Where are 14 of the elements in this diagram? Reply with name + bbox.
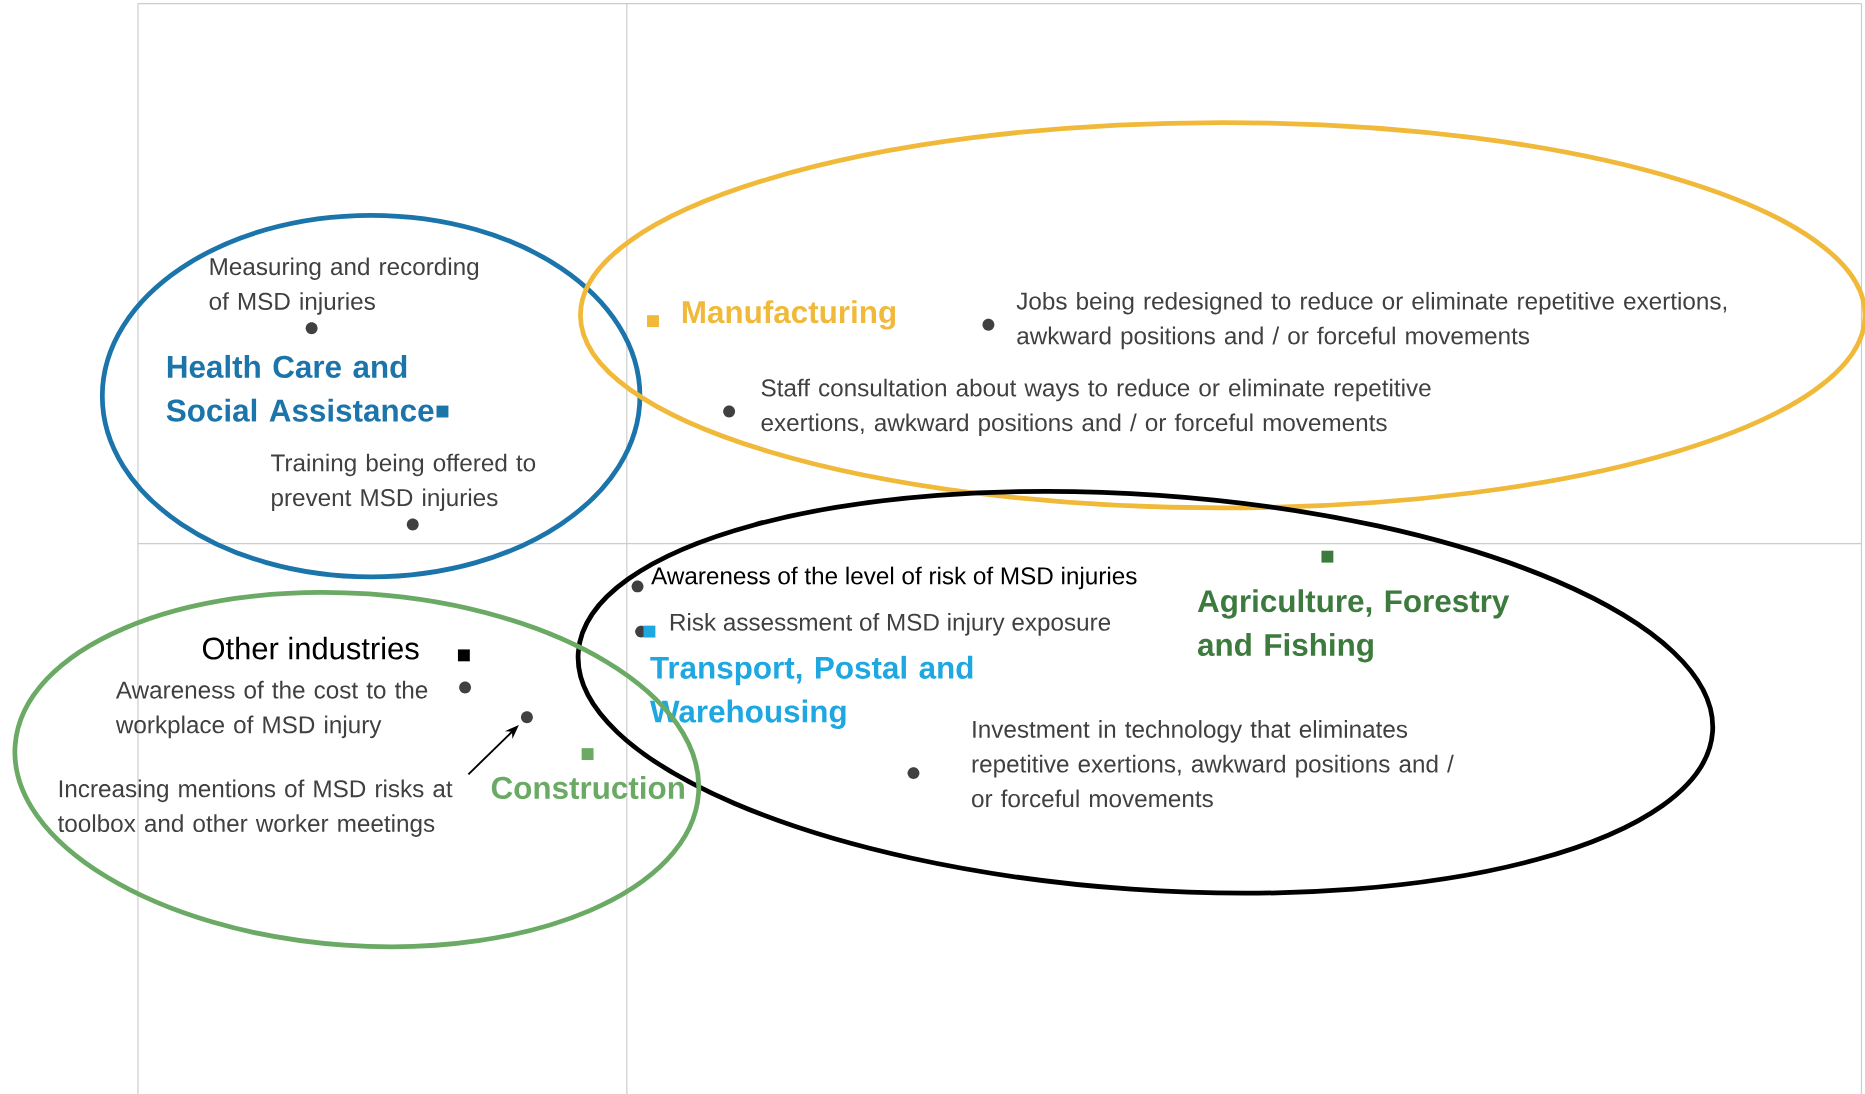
category-label: Health Care and Social Assistance [166, 354, 434, 422]
category-label: Other industries [202, 636, 419, 660]
bullet-text: Awareness of the cost to the workplace of MSD injury [115, 680, 428, 739]
bullet-text: Increasing mentions of MSD risks at toolbox and other worker meetings [57, 779, 453, 837]
category-label: Construction [491, 775, 684, 799]
bullet-text: Investment in technology that eliminates repetitive exertions, awkward positions and / or forceful movements [972, 719, 1454, 808]
category-label: Agriculture, Forestry and Fishing [1197, 589, 1510, 663]
bullet-text: Awareness of the level of risk of MSD injuries [651, 566, 1137, 590]
bullet-text: Measuring and recording of MSD injuries [209, 257, 479, 315]
bullet-text: Training being offered to prevent MSD injuries [271, 453, 536, 511]
category-label: Manufacturing [682, 300, 896, 330]
bullet-text: Risk assessment of MSD injury exposure [670, 612, 1111, 636]
bullet-text: Staff consultation about ways to reduce or eliminate repetitive exertions, awkward positions and / or forceful movements [761, 378, 1431, 436]
bullet-text: Jobs being redesigned to reduce or eliminate repetitive exertions, awkward positions and / or forceful movements [1016, 291, 1727, 350]
